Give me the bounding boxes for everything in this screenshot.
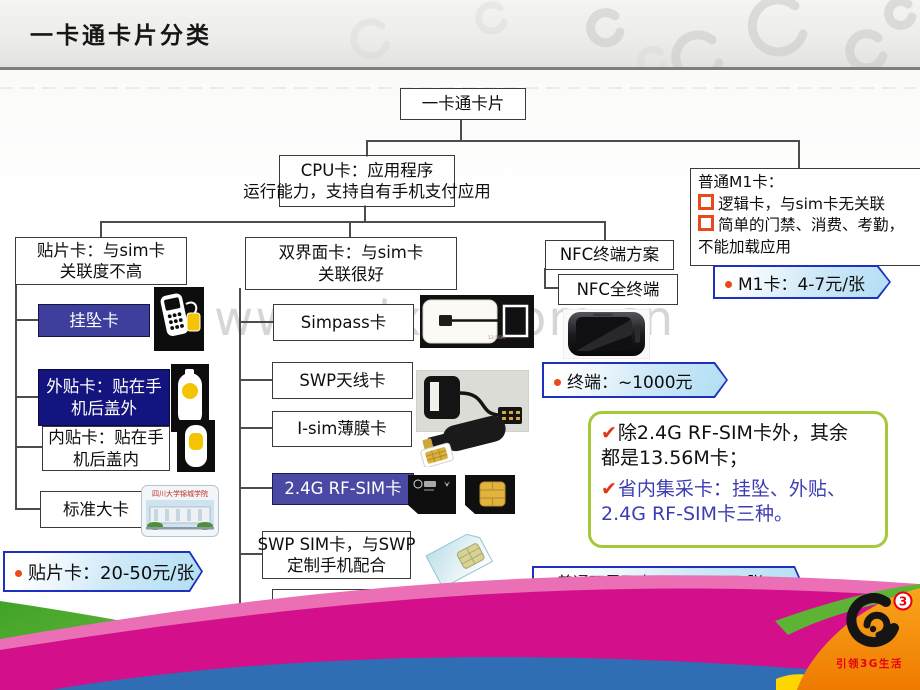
- photo-internal-fob: [177, 420, 215, 472]
- connector-line: [544, 287, 558, 289]
- node-rfsim: 2.4G RF-SIM卡: [272, 473, 414, 505]
- checkbox-bullet-icon: [698, 193, 714, 210]
- photo-pendant-phone: [154, 287, 204, 351]
- node-swpsim: SWP SIM卡，与SWP 定制手机配合: [258, 531, 415, 579]
- swirl-pattern-icon: [350, 0, 917, 67]
- node-nfc-full-terminal: NFC全终端: [558, 274, 678, 305]
- node-sticker-header: 贴片卡：与sim卡 关联度不高: [15, 237, 187, 285]
- photo-campus-card: 四川大学锦城学院: [141, 485, 219, 537]
- photo-isim-film: [412, 407, 516, 467]
- footer-slogan: 引领3G生活: [836, 658, 903, 670]
- photo-rfsim-card-chip: [465, 475, 515, 514]
- connector-line: [239, 321, 273, 323]
- footer-waves: [0, 575, 920, 690]
- photo-simpass-card: 13.56M: [420, 295, 534, 348]
- node-cpu: CPU卡：应用程序 运行能力，支持自有手机支付应用: [243, 155, 491, 207]
- bullet-dot-icon: [15, 569, 22, 577]
- connector-line: [239, 487, 272, 489]
- connector-line: [544, 268, 546, 289]
- photo-nfc-phone: [563, 309, 650, 359]
- header-divider: [0, 67, 920, 70]
- node-isim: I-sim薄膜卡: [272, 411, 412, 447]
- connector-line: [239, 427, 272, 429]
- node-m1: 普通M1卡： 逻辑卡，与sim卡无关联 简单的门禁、消费、考勤， 不能加载应用: [690, 168, 920, 266]
- checkbox-bullet-icon: [698, 215, 714, 232]
- node-nfc-header: NFC终端方案: [545, 240, 674, 270]
- bullet-dot-icon: [554, 378, 561, 386]
- connector-line: [15, 508, 40, 510]
- callout-sticker-price: 贴片卡：20-50元/张: [3, 551, 203, 592]
- connector-line: [15, 319, 38, 321]
- callout-m1-price: M1卡：4-7元/张: [713, 265, 891, 299]
- connector-line: [798, 140, 800, 168]
- connector-line: [349, 221, 351, 237]
- node-internal-sticker: 内贴卡：贴在手 机后盖内: [42, 426, 170, 471]
- note-box: ✔除2.4G RF-SIM卡外，其余 都是13.56M卡； ✔省内集采卡：挂坠、…: [588, 411, 888, 548]
- connector-line: [239, 553, 262, 555]
- connector-line: [239, 379, 272, 381]
- svg-text:3: 3: [899, 595, 907, 609]
- connector-line: [15, 396, 38, 398]
- connector-line: [100, 221, 102, 237]
- node-swp-antenna: SWP天线卡: [272, 362, 413, 399]
- svg-text:13.56M: 13.56M: [488, 335, 505, 341]
- node-pendant-card: 挂坠卡: [38, 304, 150, 337]
- photo-rfsim-card-back: [408, 475, 456, 514]
- slide-header: 一卡通卡片分类: [0, 0, 920, 67]
- connector-line: [364, 205, 366, 222]
- photo-swpsim-card: [420, 524, 500, 588]
- callout-terminal-price: 终端：~1000元: [542, 362, 728, 398]
- connector-line: [366, 140, 368, 157]
- check-icon: ✔: [601, 422, 617, 444]
- node-standard-card: 标准大卡: [40, 491, 152, 528]
- node-simpass: Simpass卡: [273, 304, 414, 341]
- bullet-dot-icon: [725, 280, 732, 288]
- connector-line: [15, 446, 42, 448]
- check-icon: ✔: [601, 478, 617, 501]
- node-external-sticker: 外贴卡：贴在手 机后盖外: [38, 369, 170, 426]
- svg-text:四川大学锦城学院: 四川大学锦城学院: [152, 489, 208, 498]
- node-dual-header: 双界面卡：与sim卡 关联很好: [245, 237, 457, 290]
- connector-line: [100, 221, 606, 223]
- connector-line: [366, 140, 800, 142]
- g3-logo-icon: 3: [846, 591, 913, 648]
- page-title: 一卡通卡片分类: [30, 22, 212, 49]
- connector-line: [460, 118, 462, 142]
- connector-line: [604, 221, 606, 240]
- node-root: 一卡通卡片: [400, 88, 526, 120]
- connector-line: [239, 288, 241, 655]
